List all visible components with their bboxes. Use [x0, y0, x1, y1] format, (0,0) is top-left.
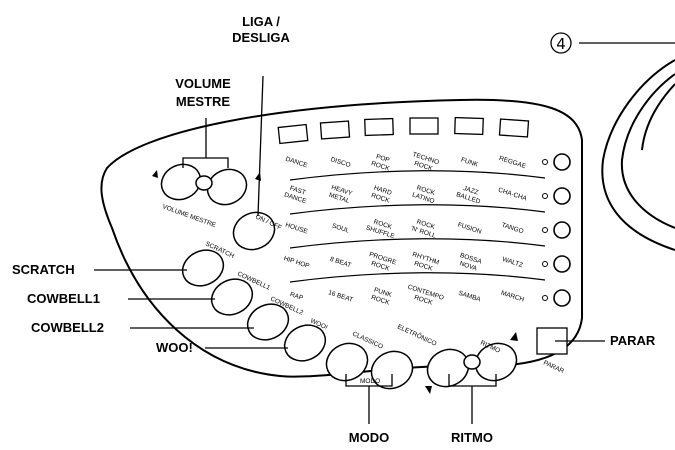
callout-woo: WOO!	[156, 340, 193, 355]
woo-button[interactable]	[279, 319, 331, 368]
ritmo-up-button[interactable]	[469, 337, 522, 387]
row-select-button[interactable]	[553, 187, 571, 205]
callout-volume: VOLUME	[175, 76, 231, 91]
modo-bracket	[345, 374, 393, 424]
item-number: 4	[556, 35, 566, 53]
on-off-button[interactable]	[227, 206, 280, 256]
volume-bracket	[182, 118, 229, 168]
rhythm-label: RAP	[289, 291, 304, 302]
console-body	[100, 98, 583, 378]
row-select-button[interactable]	[553, 255, 571, 273]
row-separators	[289, 170, 546, 283]
power-leader	[257, 75, 264, 217]
side-device	[601, 59, 675, 251]
row-select-button[interactable]	[553, 153, 571, 171]
callout-mestre: MESTRE	[176, 94, 231, 109]
row-select-button[interactable]	[553, 289, 571, 307]
cowbell2-button[interactable]	[242, 298, 294, 347]
callout-liga: LIGA /	[242, 14, 280, 29]
ritmo-buttons	[425, 332, 522, 394]
pad-buttons	[177, 244, 331, 368]
row-select-button[interactable]	[553, 221, 571, 239]
panel-label-parar: PARAR	[542, 359, 565, 375]
row-led	[542, 261, 548, 267]
classico-button[interactable]	[320, 337, 373, 387]
row-led	[542, 227, 548, 233]
volume-center	[195, 175, 213, 191]
callout-cowbell1: COWBELL1	[27, 291, 100, 306]
panel-label-modo: MODO	[360, 378, 380, 385]
callout-desliga: DESLIGA	[232, 30, 290, 45]
rhythm-label-line: FAST	[289, 185, 307, 197]
ritmo-down-icon	[425, 386, 432, 394]
scratch-button[interactable]	[177, 244, 229, 293]
left-leaders	[94, 269, 288, 349]
callout-parar: PARAR	[610, 333, 656, 348]
volume-control	[152, 158, 261, 211]
item-number-marker: 4	[550, 32, 675, 54]
ritmo-up-icon	[510, 332, 518, 341]
row-led	[542, 159, 548, 165]
callout-cowbell2: COWBELL2	[31, 320, 104, 335]
rhythm-label-line: POP	[375, 153, 390, 164]
ritmo-bracket	[448, 374, 497, 424]
rhythm-label-line: RAP	[289, 291, 304, 302]
row-led	[542, 193, 548, 199]
volume-down-button[interactable]	[156, 158, 207, 206]
callout-ritmo: RITMO	[451, 430, 493, 445]
rhythm-label-line: JAZZ	[462, 185, 479, 196]
row-buttons	[542, 153, 571, 307]
callout-scratch: SCRATCH	[12, 262, 75, 277]
ritmo-center	[463, 354, 481, 370]
rhythm-displays	[277, 116, 530, 145]
eletronico-button[interactable]	[365, 345, 418, 395]
cowbell1-button[interactable]	[206, 273, 258, 322]
callout-modo: MODO	[349, 430, 389, 445]
volume-down-icon	[152, 170, 158, 178]
modo-buttons	[320, 337, 418, 395]
volume-up-button[interactable]	[202, 163, 253, 211]
row-led	[542, 295, 548, 301]
